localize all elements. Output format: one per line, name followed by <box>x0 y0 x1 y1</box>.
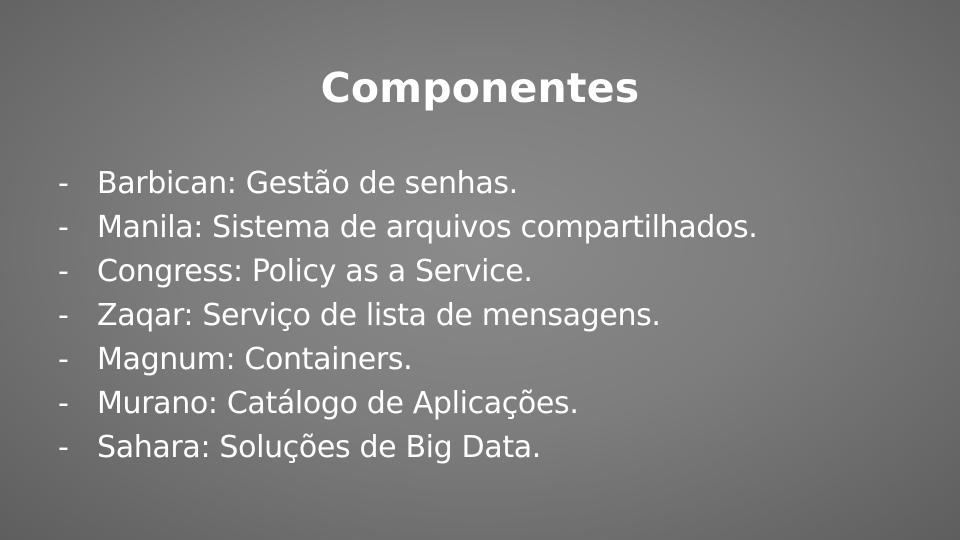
bullet-dash: - <box>58 210 69 245</box>
list-item-text: Magnum: Containers. <box>97 342 413 377</box>
list-item: - Barbican: Gestão de senhas. <box>58 162 938 206</box>
bullet-dash: - <box>58 430 69 465</box>
bullet-dash: - <box>58 342 69 377</box>
bullet-list: - Barbican: Gestão de senhas. - Manila: … <box>58 162 938 470</box>
list-item: - Murano: Catálogo de Aplicações. <box>58 382 938 426</box>
list-item: - Zaqar: Serviço de lista de mensagens. <box>58 294 938 338</box>
list-item: - Magnum: Containers. <box>58 338 938 382</box>
list-item-text: Sahara: Soluções de Big Data. <box>97 430 541 465</box>
list-item: - Congress: Policy as a Service. <box>58 250 938 294</box>
list-item: - Manila: Sistema de arquivos compartilh… <box>58 206 938 250</box>
bullet-dash: - <box>58 166 69 201</box>
bullet-dash: - <box>58 254 69 289</box>
list-item-text: Barbican: Gestão de senhas. <box>97 166 518 201</box>
bullet-dash: - <box>58 298 69 333</box>
list-item-text: Zaqar: Serviço de lista de mensagens. <box>97 298 661 333</box>
slide-title: Componentes <box>320 64 640 112</box>
list-item-text: Murano: Catálogo de Aplicações. <box>97 386 579 421</box>
list-item-text: Congress: Policy as a Service. <box>97 254 533 289</box>
list-item: - Sahara: Soluções de Big Data. <box>58 426 938 470</box>
bullet-dash: - <box>58 386 69 421</box>
list-item-text: Manila: Sistema de arquivos compartilhad… <box>97 210 758 245</box>
